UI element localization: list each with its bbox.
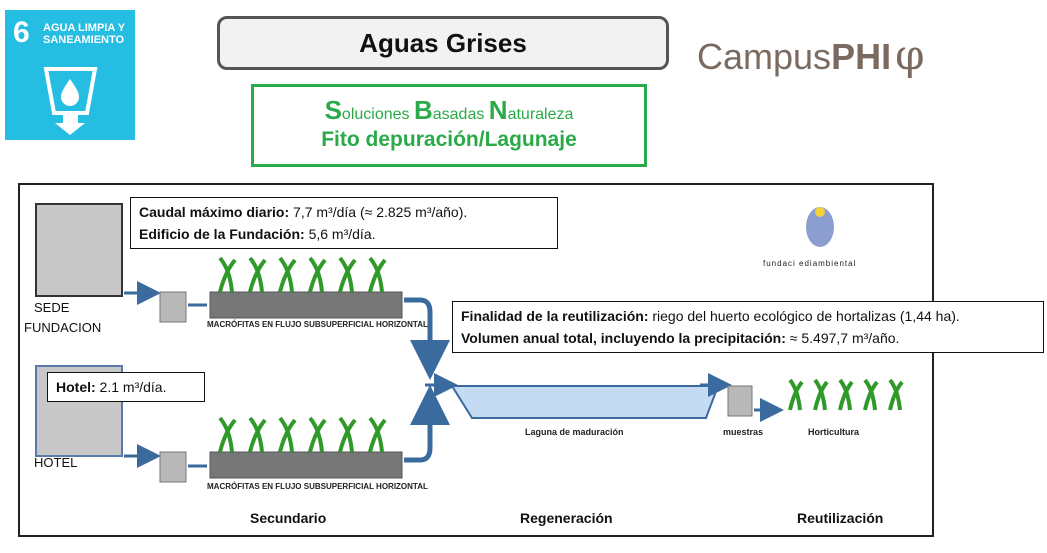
volumen-value: ≈ 5.497,7 m³/año. [785,330,900,346]
campusphi-logo: CampusPHIφ [697,30,925,79]
horticultura-label: Horticultura [808,427,860,437]
caudal-value: 7,7 m³/día (≈ 2.825 m³/año). [289,204,468,220]
muestras-label: muestras [723,427,764,437]
wetland-1 [209,256,403,319]
sbn-b: B [413,95,433,125]
info-caudal: Caudal máximo diario: 7,7 m³/día (≈ 2.82… [130,197,558,249]
logo-text-phi: PHI [831,36,892,77]
sede-building [35,203,123,297]
stage-regeneracion: Regeneración [520,510,613,526]
septic-tank-1 [159,291,187,323]
sdg-6-badge: 6 AGUA LIMPIA Y SANEAMIENTO [5,10,135,140]
sbn-s: S [324,95,342,125]
laguna [450,385,720,419]
fundacion-logo-text: fundaci ediambiental [763,259,857,268]
info-hotel: Hotel: 2.1 m³/día. [47,372,205,402]
laguna-label: Laguna de maduración [525,427,624,437]
stage-reutilizacion: Reutilización [797,510,884,526]
stage-secundario: Secundario [250,510,327,526]
sbn-heading: Soluciones Basadas Naturaleza [254,95,644,126]
logo-text-campus: Campus [697,36,832,77]
sede-label-1: SEDE [34,300,70,315]
hotel-label: Hotel: [56,379,96,395]
sdg-number: 6 [13,16,30,49]
hotel-building-label: HOTEL [34,455,78,470]
edificio-label: Edificio de la Fundación: [139,226,305,242]
phi-symbol-icon: φ [895,30,925,79]
macrofitas-label-2: MACRÓFITAS EN FLUJO SUBSUPERFICIAL HORIZ… [207,482,428,491]
caudal-label: Caudal máximo diario: [139,204,290,220]
edificio-value: 5,6 m³/día. [304,226,376,242]
fundacion-logo-mark [806,207,834,247]
sede-label-2: FUNDACION [24,320,102,335]
septic-tank-2 [159,451,187,483]
horticultura-plants [788,378,904,411]
page-title: Aguas Grises [217,16,669,70]
sbn-s-rest: oluciones [341,106,414,123]
hotel-value: 2.1 m³/día. [95,379,167,395]
info-finalidad: Finalidad de la reutilización: riego del… [452,301,1044,353]
macrofitas-label-1: MACRÓFITAS EN FLUJO SUBSUPERFICIAL HORIZ… [207,320,428,329]
diagram-frame [18,183,934,537]
muestras-tank [727,385,753,417]
finalidad-label: Finalidad de la reutilización: [461,308,649,324]
sbn-n: N [488,95,508,125]
sdg-title: AGUA LIMPIA Y SANEAMIENTO [43,22,125,46]
water-glass-icon [43,67,98,135]
sbn-subtitle: Fito depuración/Lagunaje [321,128,577,151]
sbn-b-rest: asadas [432,106,489,123]
finalidad-value: riego del huerto ecológico de hortalizas… [648,308,960,324]
sbn-n-rest: aturaleza [507,106,574,123]
volumen-label: Volumen anual total, incluyendo la preci… [461,330,786,346]
wetland-2 [209,416,403,479]
sbn-box: Soluciones Basadas Naturaleza Fito depur… [251,84,647,167]
